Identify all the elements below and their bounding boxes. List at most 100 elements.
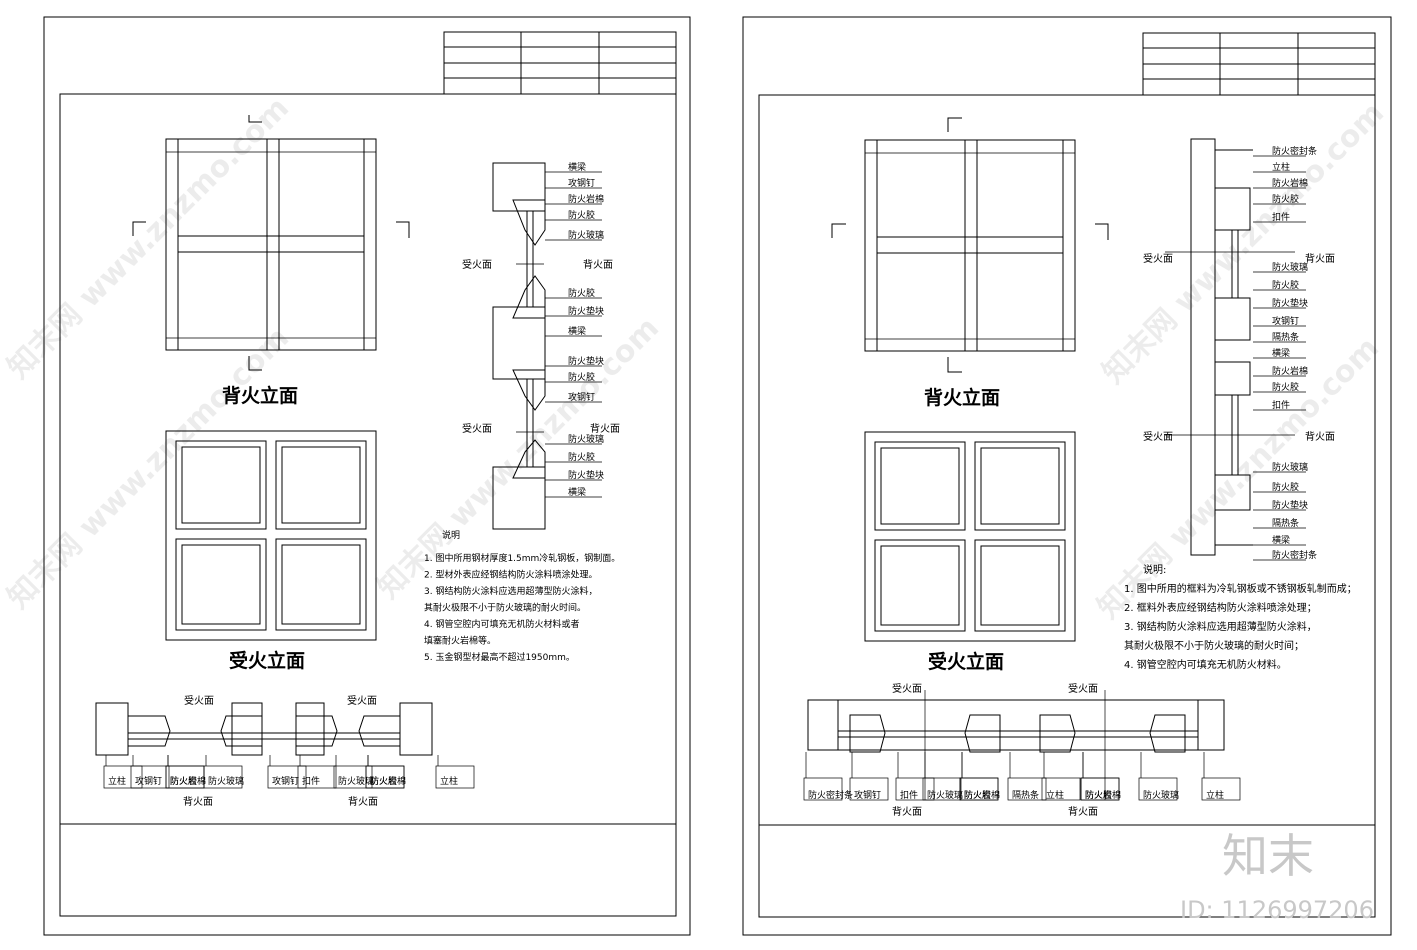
callout-label: 防火胶 [370,775,397,787]
title-block-table [1142,32,1376,96]
callout-label: 隔热条 [1272,331,1299,343]
callout-label: 防火玻璃 [1272,261,1308,273]
callout-label: 防火胶 [170,775,197,787]
image-id: ID: 1126997206 [1180,896,1374,924]
callout-label: 防火玻璃 [568,433,604,445]
callout-label: 防火玻璃 [1143,789,1179,801]
plan-bottom-label: 背火面 [348,795,378,808]
callout-label: 防火垫块 [568,355,604,367]
callout-label: 横梁 [1272,347,1290,359]
callout-box [803,777,843,801]
callout-box [103,765,143,789]
callout-label: 防火岩棉 [1272,365,1308,377]
callout-label: 立柱 [1206,789,1224,801]
sheet-right: 背火立面 受火立面 受火面 [742,16,1392,936]
callout-box [435,765,475,789]
callout-label: 防火岩棉 [170,775,206,787]
callout-label: 防火胶 [1272,481,1299,493]
note-line: 2. 型材外表应经钢结构防火涂料喷涂处理。 [424,569,597,581]
callout-label: 防火岩棉 [568,193,604,205]
note-line: 1. 图中所用的框料为冷轧钢板或不锈钢板轧制而成； [1124,582,1357,595]
notes-title: 说明: [1143,563,1166,576]
back-fire-elevation [831,117,1109,373]
callout-label: 防火岩棉 [1272,177,1308,189]
horizontal-plan-detail [95,702,433,756]
callout-label: 防火岩棉 [1085,789,1121,801]
fire-side-elevation-title: 受火立面 [928,650,1004,673]
callout-box [895,777,935,801]
callout-label: 防火密封条 [808,789,853,801]
notes-title: 说明 [442,529,460,541]
callout-label: 攻钢钉 [272,775,299,787]
plan-callouts: 防火密封条攻钢钉扣件防火玻璃防火胶防火岩棉隔热条立柱防火胶防火岩棉防火玻璃立柱 [803,752,1241,801]
callout-box [1007,777,1047,801]
callout-label: 防火玻璃 [208,775,244,787]
callout-label: 防火垫块 [568,305,604,317]
callout-label: 攻钢钉 [854,789,881,801]
back-fire-elevation [132,115,410,371]
plan-top-label: 受火面 [892,683,922,695]
back-fire-elevation-title: 背火立面 [924,386,1000,409]
callout-label: 扣件 [900,789,918,801]
inner-frame [59,93,677,917]
section-label: 受火面 [1143,253,1173,265]
title-block-table [443,31,677,95]
vertical-section-detail [1165,138,1295,556]
callout-label: 攻钢钉 [1272,315,1299,327]
fire-side-elevation [864,431,1076,642]
callout-label: 扣件 [1272,211,1290,223]
callout-label: 防火玻璃 [1272,461,1308,473]
callout-label: 立柱 [108,775,126,787]
callout-box [1041,777,1081,801]
plan-bottom-label: 背火面 [892,805,922,818]
back-fire-elevation-title: 背火立面 [222,384,298,407]
callout-label: 立柱 [440,775,458,787]
note-line: 3. 钢结构防火涂料应选用超薄型防火涂料， [1124,620,1317,633]
callout-label: 横梁 [568,161,586,173]
callout-label: 横梁 [568,486,586,498]
callout-label: 隔热条 [1272,517,1299,529]
callout-label: 横梁 [1272,534,1290,546]
callout-label: 防火玻璃 [338,775,374,787]
callout-label: 隔热条 [1012,789,1039,801]
callout-box [333,765,373,789]
section-label: 受火面 [462,259,492,271]
plan-bottom-label: 背火面 [183,795,213,808]
section-label: 背火面 [583,258,613,271]
callout-label: 防火胶 [1085,789,1112,801]
note-line: 5. 玉金钢型材最高不超过1950mm。 [424,651,575,663]
callout-box [922,777,962,801]
callout-box [959,777,999,801]
callout-box [297,765,337,789]
callout-label: 防火密封条 [1272,145,1317,157]
sheet-left: 背火立面 受火立面 [43,16,691,936]
vertical-callouts: 横梁攻钢钉防火岩棉防火胶防火玻璃防火胶防火垫块横梁防火垫块防火胶攻钢钉防火玻璃防… [545,161,604,498]
callout-box [365,765,405,789]
callout-label: 防火胶 [1272,279,1299,291]
callout-label: 立柱 [1046,789,1064,801]
callout-label: 防火垫块 [568,469,604,481]
callout-label: 防火胶 [568,287,595,299]
sheet-border [742,16,1392,936]
fire-side-elevation-title: 受火立面 [229,649,305,672]
sheet-border [43,16,691,936]
notes: 1. 图中所用钢材厚度1.5mm冷轧钢板，钢制面。2. 型材外表应经钢结构防火涂… [424,552,620,663]
section-label: 背火面 [1305,430,1335,443]
callout-label: 防火胶 [964,789,991,801]
callout-box [1080,777,1120,801]
callout-label: 扣件 [302,775,320,787]
callout-label: 防火胶 [568,451,595,463]
brand-logo: 知末 [1222,829,1314,883]
callout-label: 立柱 [1272,161,1290,173]
section-label: 背火面 [590,422,620,435]
fire-side-elevation [165,430,377,641]
inner-frame [758,94,1376,918]
note-line: 4. 钢管空腔内可填充无机防火材料或者 [424,618,579,630]
callout-label: 防火岩棉 [964,789,1000,801]
callout-label: 攻钢钉 [135,775,162,787]
callout-box [1138,777,1178,801]
callout-label: 攻钢钉 [568,177,595,189]
note-line: 填塞耐火岩棉等。 [424,635,496,647]
callout-box [130,765,170,789]
